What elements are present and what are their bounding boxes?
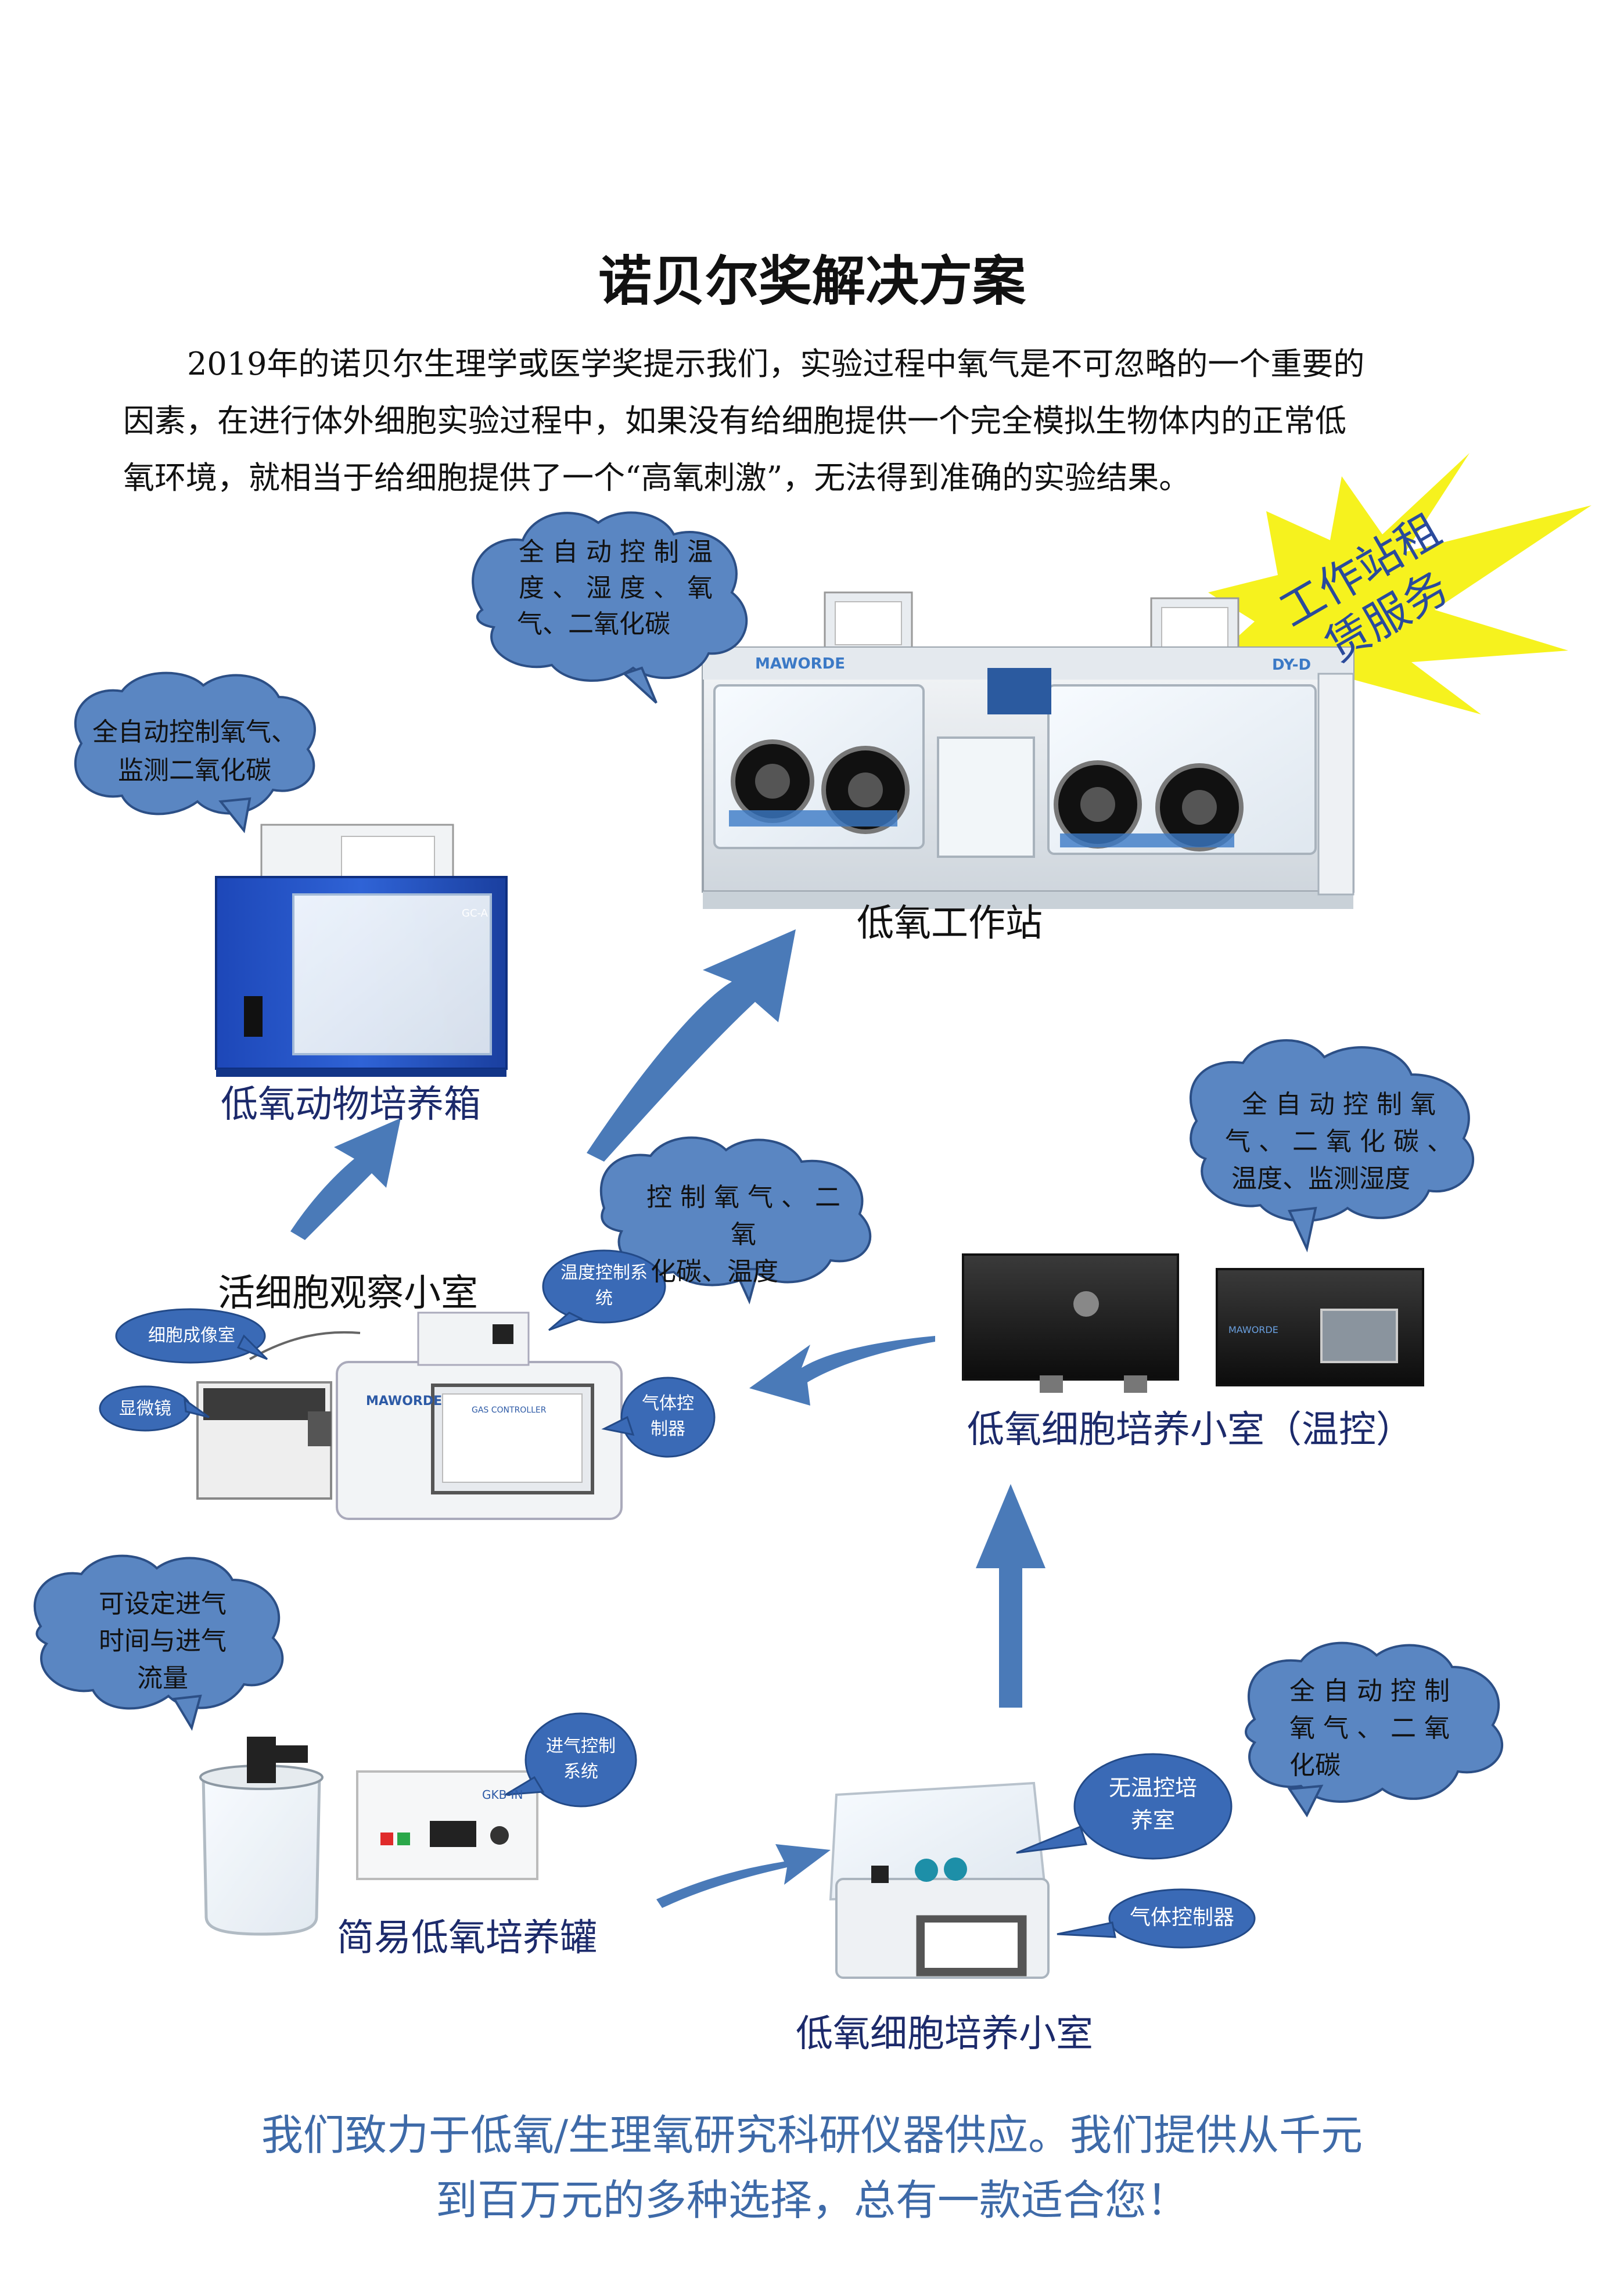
jar-image	[199, 1737, 538, 1936]
workstation-brand: MAWORDE	[755, 655, 845, 673]
incubator-temp-brand: MAWORDE	[1228, 1324, 1278, 1335]
jar-bubble: 可设定进气 时间与进气 流量	[99, 1589, 227, 1693]
footer-line-1: 我们致力于低氧/生理氧研究科研仪器供应。我们提供从千元	[261, 2111, 1363, 2160]
small-label-bubbles	[99, 1249, 1256, 1949]
caption-observation: 活细胞观察小室	[218, 1272, 478, 1315]
observation-chamber-image	[196, 1312, 623, 1520]
incubator-image	[829, 1781, 1050, 1979]
cloud-bubbles	[33, 511, 1504, 1817]
label-intake-control: 进气控制 系统	[546, 1736, 616, 1782]
animal-incubator-image	[215, 824, 508, 1077]
intro-paragraph: 2019年的诺贝尔生理学或医学奖提示我们，实验过程中氧气是不可忽略的一个重要的 …	[123, 336, 1453, 506]
workstation-model: DY-D	[1272, 656, 1312, 674]
observation-brand: MAWORDE	[366, 1394, 443, 1408]
caption-workstation: 低氧工作站	[857, 902, 1043, 945]
incubator-temp-bubble: 全 自 动 控 制 氧 气 、 二 氧 化 碳 、 温度、监测湿度	[1225, 1090, 1453, 1194]
animal-model: GC-A	[462, 907, 488, 919]
intro-line-3: 氧环境，就相当于给细胞提供了一个“高氧刺激”，无法得到准确的实验结果。	[123, 459, 1191, 496]
label-gas-controller-2: 气体控制器	[1129, 1906, 1234, 1929]
label-microscope: 显微镜	[119, 1399, 171, 1419]
incubator-temp-image	[962, 1253, 1424, 1393]
observation-bubble: 控 制 氧 气 、 二 氧 化碳、温度	[646, 1183, 840, 1287]
label-no-temp-chamber: 无温控培 养室	[1108, 1775, 1197, 1833]
flow-arrows	[290, 929, 1045, 1908]
caption-jar: 简易低氧培养罐	[337, 1917, 597, 1960]
workstation-bubble: 全 自 动 控 制 温 度 、 湿 度 、 氧 气、二氧化碳	[517, 537, 713, 639]
footer-statement: 我们致力于低氧/生理氧研究科研仪器供应。我们提供从千元 到百万元的多种选择，总有…	[0, 2103, 1624, 2233]
caption-incubator: 低氧细胞培养小室	[796, 2013, 1093, 2056]
label-temp-control: 温度控制系 统	[561, 1263, 648, 1309]
animal-bubble: 全自动控制氧气、 监测二氧化碳	[92, 717, 297, 785]
label-gas-controller: 气体控 制器	[642, 1393, 694, 1439]
intro-line-2: 因素，在进行体外细胞实验过程中，如果没有给细胞提供一个完全模拟生物体内的正常低	[123, 403, 1346, 439]
caption-incubator-temp: 低氧细胞培养小室（温控）	[967, 1408, 1413, 1451]
footer-line-2: 到百万元的多种选择，总有一款适合您！	[435, 2176, 1188, 2225]
label-imaging-chamber: 细胞成像室	[148, 1325, 235, 1346]
page-title: 诺贝尔奖解决方案	[598, 250, 1026, 312]
incubator-bubble: 全 自 动 控 制 氧 气 、 二 氧 化碳	[1289, 1676, 1450, 1780]
observation-screen: GAS CONTROLLER	[472, 1406, 547, 1415]
workstation-image	[702, 591, 1354, 909]
intro-line-1: 2019年的诺贝尔生理学或医学奖提示我们，实验过程中氧气是不可忽略的一个重要的	[187, 346, 1365, 382]
caption-animal: 低氧动物培养箱	[221, 1083, 481, 1126]
jar-model: GKB-IN	[482, 1788, 523, 1802]
